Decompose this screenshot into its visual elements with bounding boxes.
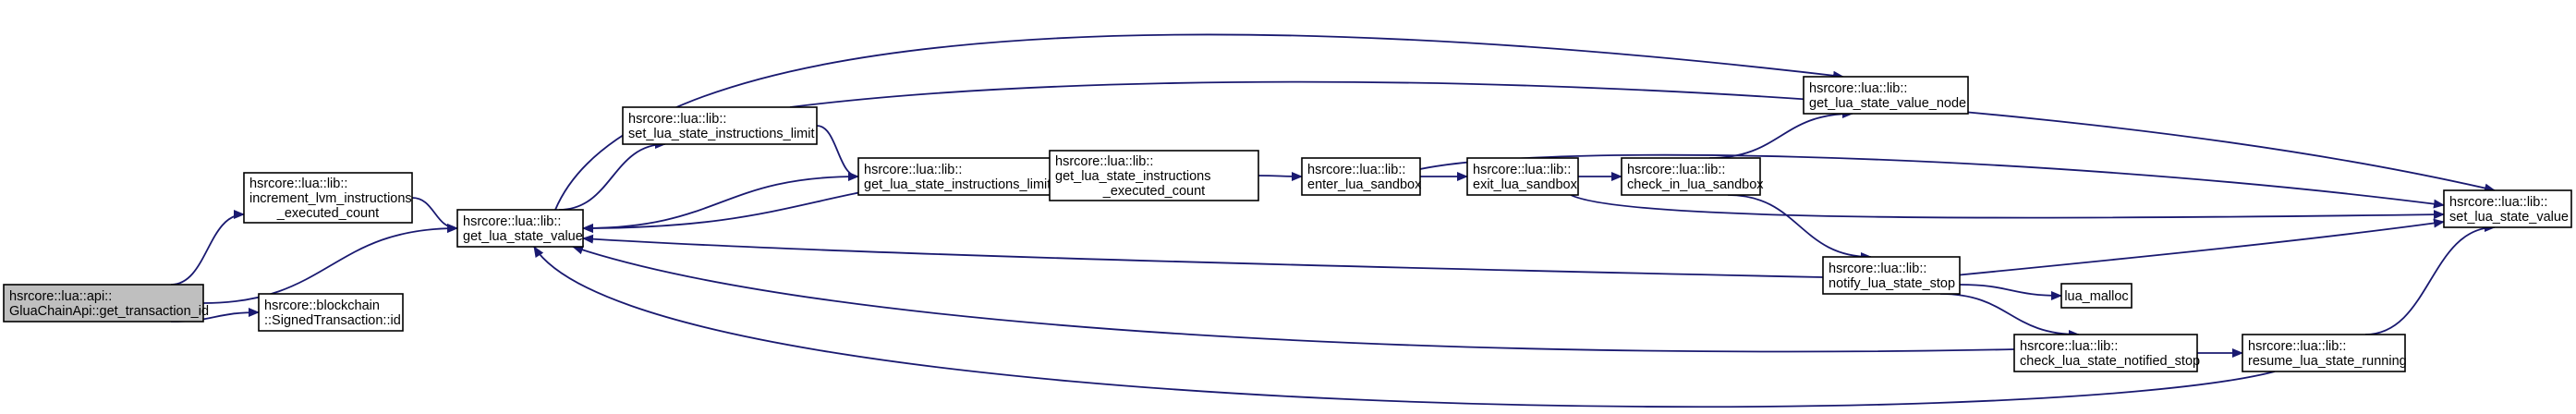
edge-exit-to-setval xyxy=(1570,194,2445,220)
node-box xyxy=(1621,157,1761,196)
edge-glsv-to-valnode xyxy=(554,33,1844,211)
edge-checkin-to-notify xyxy=(1727,194,1872,262)
node-box xyxy=(1301,157,1421,196)
edge-notify-to-glsv xyxy=(582,234,1824,278)
node-root[interactable]: hsrcore::lua::api::GluaChainApi::get_tra… xyxy=(3,284,209,323)
node-label-line: hsrcore::lua::lib:: xyxy=(1307,163,1405,177)
node-label-line: set_lua_state_instructions_limit xyxy=(628,127,815,141)
node-resume[interactable]: hsrcore::lua::lib::resume_lua_state_runn… xyxy=(2242,334,2407,372)
edge-setlim-to-getlim xyxy=(816,125,859,181)
node-label-line: hsrcore::lua::api:: xyxy=(9,289,112,304)
node-label-line: hsrcore::blockchain xyxy=(264,298,380,313)
edge-getexec-to-enter xyxy=(1258,171,1303,181)
node-label-line: _executed_count xyxy=(1102,184,1205,199)
node-box xyxy=(1803,76,1969,115)
node-label-line: hsrcore::lua::lib:: xyxy=(2248,339,2346,354)
node-enter[interactable]: hsrcore::lua::lib::enter_lua_sandbox xyxy=(1301,157,1422,196)
node-malloc[interactable]: lua_malloc xyxy=(2060,283,2132,309)
node-label-line: hsrcore::lua::lib:: xyxy=(864,163,962,177)
edge-resume-to-glsv xyxy=(533,246,2276,408)
node-label-line: hsrcore::lua::lib:: xyxy=(1829,262,1926,276)
node-label-line: exit_lua_sandbox xyxy=(1473,177,1578,192)
node-label-line: enter_lua_sandbox xyxy=(1307,177,1422,192)
node-box xyxy=(243,172,413,224)
edge-root-to-glsv xyxy=(202,224,458,304)
nodes-layer: hsrcore::lua::api::GluaChainApi::get_tra… xyxy=(3,76,2572,372)
node-label-line: hsrcore::lua::lib:: xyxy=(1055,154,1153,169)
edge-incr-to-glsv xyxy=(411,197,458,233)
node-box xyxy=(2013,334,2198,372)
node-getexec[interactable]: hsrcore::lua::lib::get_lua_state_instruc… xyxy=(1049,150,1259,201)
node-setlim[interactable]: hsrcore::lua::lib::set_lua_state_instruc… xyxy=(622,106,818,145)
node-label-line: hsrcore::lua::lib:: xyxy=(1473,163,1571,177)
node-label-line: check_lua_state_notified_stop xyxy=(2020,354,2200,369)
edge-enter-to-setval xyxy=(1394,153,2445,209)
node-box xyxy=(2242,334,2406,372)
node-label-line: get_lua_state_value_node xyxy=(1809,96,1966,111)
node-exit[interactable]: hsrcore::lua::lib::exit_lua_sandbox xyxy=(1466,157,1579,196)
node-label-line: hsrcore::lua::lib:: xyxy=(628,112,726,127)
node-label-line: set_lua_state_value xyxy=(2449,210,2569,225)
edge-notify-to-malloc xyxy=(1959,284,2062,300)
node-box xyxy=(3,284,204,323)
node-box xyxy=(622,106,818,145)
node-box xyxy=(2443,189,2572,228)
edge-notify-to-checkstop xyxy=(1939,293,2080,339)
node-box xyxy=(1822,256,1961,295)
node-incr[interactable]: hsrcore::lua::lib::increment_lvm_instruc… xyxy=(243,172,413,224)
node-label-line: hsrcore::lua::lib:: xyxy=(1627,163,1725,177)
edge-glsv-to-setlim xyxy=(558,140,666,211)
node-setval[interactable]: hsrcore::lua::lib::set_lua_state_value xyxy=(2443,189,2572,228)
edge-setlim-to-setval xyxy=(789,80,2496,193)
edge-getlim-to-glsv xyxy=(582,176,859,233)
node-label-line: ::SignedTransaction::id xyxy=(264,313,401,328)
node-notify[interactable]: hsrcore::lua::lib::notify_lua_state_stop xyxy=(1822,256,1961,295)
node-label-line: hsrcore::lua::lib:: xyxy=(463,214,561,229)
edge-root-to-incr xyxy=(170,210,245,286)
node-box xyxy=(857,157,1051,196)
node-glsv[interactable]: hsrcore::lua::lib::get_lua_state_value xyxy=(456,209,584,248)
node-label-line: notify_lua_state_stop xyxy=(1829,276,1955,291)
node-label-line: hsrcore::lua::lib:: xyxy=(1809,81,1907,96)
node-valnode[interactable]: hsrcore::lua::lib::get_lua_state_value_n… xyxy=(1803,76,1969,115)
edge-checkin-to-valnode xyxy=(1708,109,1853,159)
node-signed[interactable]: hsrcore::blockchain::SignedTransaction::… xyxy=(258,293,404,332)
node-getlim[interactable]: hsrcore::lua::lib::get_lua_state_instruc… xyxy=(857,157,1051,196)
edge-checkstop-to-glsv xyxy=(572,245,2015,353)
node-label-line: get_lua_state_value xyxy=(463,229,583,244)
node-label-line: resume_lua_state_running xyxy=(2248,354,2407,369)
node-label-line: _executed_count xyxy=(276,206,379,221)
node-label-line: lua_malloc xyxy=(2064,289,2128,304)
node-box xyxy=(1049,150,1259,201)
node-label-line: hsrcore::lua::lib:: xyxy=(2449,195,2547,210)
node-checkstop[interactable]: hsrcore::lua::lib::check_lua_state_notif… xyxy=(2013,334,2200,372)
node-label-line: hsrcore::lua::lib:: xyxy=(249,177,347,191)
node-box xyxy=(258,293,404,332)
edge-notify-to-setval xyxy=(1954,218,2445,276)
node-label-line: increment_lvm_instructions xyxy=(249,191,412,206)
node-label-line: GluaChainApi::get_transaction_id xyxy=(9,304,209,319)
node-box xyxy=(1466,157,1579,196)
node-label-line: get_lua_state_instructions xyxy=(1055,169,1210,184)
node-checkin[interactable]: hsrcore::lua::lib::check_in_lua_sandbox xyxy=(1621,157,1764,196)
node-box xyxy=(456,209,584,248)
edge-resume-to-setval xyxy=(2364,223,2496,335)
node-label-line: hsrcore::lua::lib:: xyxy=(2020,339,2118,354)
node-label-line: get_lua_state_instructions_limit xyxy=(864,177,1051,192)
node-box xyxy=(2060,283,2132,309)
node-label-line: check_in_lua_sandbox xyxy=(1627,177,1764,192)
